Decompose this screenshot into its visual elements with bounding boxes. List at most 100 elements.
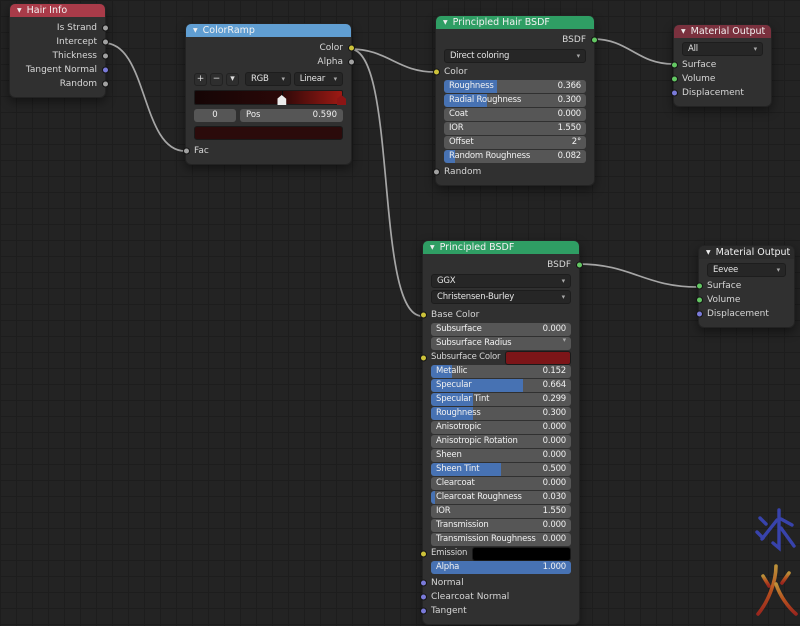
wire-color-to-base-color xyxy=(349,48,423,317)
wire-color-to-hair-color xyxy=(349,48,436,73)
emission-color-swatch[interactable] xyxy=(472,546,571,561)
input-normal: Normal xyxy=(419,576,571,590)
coloring-dropdown[interactable]: Direct coloring ▾ xyxy=(444,49,586,63)
slider-transmission[interactable]: Transmission 0.000 xyxy=(431,519,571,532)
slider-specular-tint[interactable]: Specular Tint 0.299 xyxy=(431,393,571,406)
node-material-output-all[interactable]: ▼ Material Output All ▾ Surface Volume D… xyxy=(670,24,772,107)
socket-displacement[interactable] xyxy=(670,89,678,97)
slider-clearcoat-roughness[interactable]: Clearcoat Roughness 0.030 xyxy=(431,491,571,504)
socket-volume[interactable] xyxy=(695,296,703,304)
collapse-icon[interactable]: ▼ xyxy=(706,248,711,256)
socket-normal[interactable] xyxy=(419,579,427,587)
ramp-menu-button[interactable]: ▾ xyxy=(225,72,239,86)
collapse-icon[interactable]: ▼ xyxy=(443,18,448,26)
slider-anisotropic-rotation[interactable]: Anisotropic Rotation 0.000 xyxy=(431,435,571,448)
socket-fac[interactable] xyxy=(182,147,190,155)
node-header[interactable]: ▼ ColorRamp xyxy=(186,24,351,37)
slider-offset[interactable]: Offset 2° xyxy=(444,136,586,149)
socket-tangent-normal[interactable] xyxy=(101,66,109,74)
socket-intercept[interactable] xyxy=(101,38,109,46)
slider-sheen[interactable]: Sheen 0.000 xyxy=(431,449,571,462)
subsurface-method-dropdown[interactable]: Christensen-Burley ▾ xyxy=(431,290,571,304)
color-mode-dropdown[interactable]: RGB ▾ xyxy=(244,72,291,86)
slider-subsurface[interactable]: Subsurface 0.000 xyxy=(431,323,571,336)
output-bsdf: BSDF xyxy=(444,33,598,47)
node-color-ramp[interactable]: ▼ ColorRamp Color Alpha + − ▾ RGB ▾ Line… xyxy=(182,23,355,165)
socket-tangent[interactable] xyxy=(419,607,427,615)
node-material-output-eevee[interactable]: ▼ Material Output Eevee ▾ Surface Volume… xyxy=(695,245,795,328)
slider-sheen-tint[interactable]: Sheen Tint 0.500 xyxy=(431,463,571,476)
ramp-stop-end[interactable] xyxy=(337,95,346,105)
subsurface-color-swatch[interactable] xyxy=(505,350,571,365)
slider-alpha[interactable]: Alpha 1.000 xyxy=(431,561,571,574)
node-principled-bsdf[interactable]: ▼ Principled BSDF BSDF GGX ▾ Christensen… xyxy=(419,240,583,625)
socket-subsurface-color[interactable] xyxy=(419,354,427,361)
node-header[interactable]: ▼ Principled BSDF xyxy=(423,241,579,254)
node-header[interactable]: ▼ Material Output xyxy=(674,25,771,38)
socket-color-out[interactable] xyxy=(347,44,355,52)
target-dropdown[interactable]: Eevee ▾ xyxy=(707,263,786,277)
socket-emission[interactable] xyxy=(419,550,427,557)
slider-random-roughness[interactable]: Random Roughness 0.082 xyxy=(444,150,586,163)
slider-clearcoat[interactable]: Clearcoat 0.000 xyxy=(431,477,571,490)
socket-bsdf-out[interactable] xyxy=(575,261,583,269)
chevron-down-icon: ▾ xyxy=(776,265,781,274)
slider-metallic[interactable]: Metallic 0.152 xyxy=(431,365,571,378)
socket-thickness[interactable] xyxy=(101,52,109,60)
socket-base-color[interactable] xyxy=(419,311,427,319)
output-thickness: Thickness xyxy=(18,49,109,63)
node-principled-hair-bsdf[interactable]: ▼ Principled Hair BSDF BSDF Direct color… xyxy=(432,15,598,186)
slider-ior[interactable]: IOR 1.550 xyxy=(431,505,571,518)
collapse-icon[interactable]: ▼ xyxy=(193,26,198,34)
ramp-stop-selected[interactable] xyxy=(277,95,287,105)
socket-surface[interactable] xyxy=(695,282,703,290)
output-color: Color xyxy=(194,41,355,55)
color-ramp-gradient[interactable] xyxy=(194,90,346,105)
collapse-icon[interactable]: ▼ xyxy=(17,6,22,14)
socket-is-strand[interactable] xyxy=(101,24,109,32)
socket-color-in[interactable] xyxy=(432,68,440,76)
subsurface-radius-field[interactable]: Subsurface Radius ▾ xyxy=(431,337,571,350)
stop-position-field[interactable]: Pos 0.590 xyxy=(240,109,343,122)
output-bsdf: BSDF xyxy=(431,258,583,272)
chevron-down-icon: ▾ xyxy=(561,276,566,285)
distribution-dropdown[interactable]: GGX ▾ xyxy=(431,274,571,288)
interpolation-dropdown[interactable]: Linear ▾ xyxy=(293,72,343,86)
socket-random-in[interactable] xyxy=(432,168,440,176)
socket-surface[interactable] xyxy=(670,61,678,69)
socket-displacement[interactable] xyxy=(695,310,703,318)
collapse-icon[interactable]: ▼ xyxy=(430,243,435,251)
node-header[interactable]: ▼ Material Output xyxy=(699,246,794,259)
fire-character xyxy=(756,564,798,616)
socket-clearcoat-normal[interactable] xyxy=(419,593,427,601)
socket-volume[interactable] xyxy=(670,75,678,83)
socket-random[interactable] xyxy=(101,80,109,88)
emission-row: Emission xyxy=(419,546,571,561)
output-intercept: Intercept xyxy=(18,35,109,49)
target-dropdown[interactable]: All ▾ xyxy=(682,42,763,56)
wire-hairbsdf-to-surface1 xyxy=(592,38,674,65)
slider-specular[interactable]: Specular 0.664 xyxy=(431,379,571,392)
node-header[interactable]: ▼ Principled Hair BSDF xyxy=(436,16,594,29)
output-alpha: Alpha xyxy=(194,55,355,69)
slider-radial-roughness[interactable]: Radial Roughness 0.300 xyxy=(444,94,586,107)
socket-alpha-out[interactable] xyxy=(347,58,355,66)
slider-anisotropic[interactable]: Anisotropic 0.000 xyxy=(431,421,571,434)
remove-stop-button[interactable]: − xyxy=(209,72,223,86)
slider-ior[interactable]: IOR 1.550 xyxy=(444,122,586,135)
slider-roughness[interactable]: Roughness 0.300 xyxy=(431,407,571,420)
collapse-icon[interactable]: ▼ xyxy=(681,27,686,35)
ice-fire-watermark xyxy=(755,508,798,616)
slider-transmission-roughness[interactable]: Transmission Roughness 0.000 xyxy=(431,533,571,546)
selected-stop-color-swatch[interactable] xyxy=(194,126,343,140)
node-header[interactable]: ▼ Hair Info xyxy=(10,4,105,17)
subsurface-color-row: Subsurface Color xyxy=(419,350,571,365)
slider-coat[interactable]: Coat 0.000 xyxy=(444,108,586,121)
add-stop-button[interactable]: + xyxy=(194,72,207,86)
stop-index-field[interactable]: 0 xyxy=(194,109,236,122)
slider-roughness[interactable]: Roughness 0.366 xyxy=(444,80,586,93)
input-displacement: Displacement xyxy=(670,86,763,100)
node-hair-info[interactable]: ▼ Hair Info Is Strand Intercept Thicknes… xyxy=(9,3,109,98)
socket-bsdf-out[interactable] xyxy=(590,36,598,44)
